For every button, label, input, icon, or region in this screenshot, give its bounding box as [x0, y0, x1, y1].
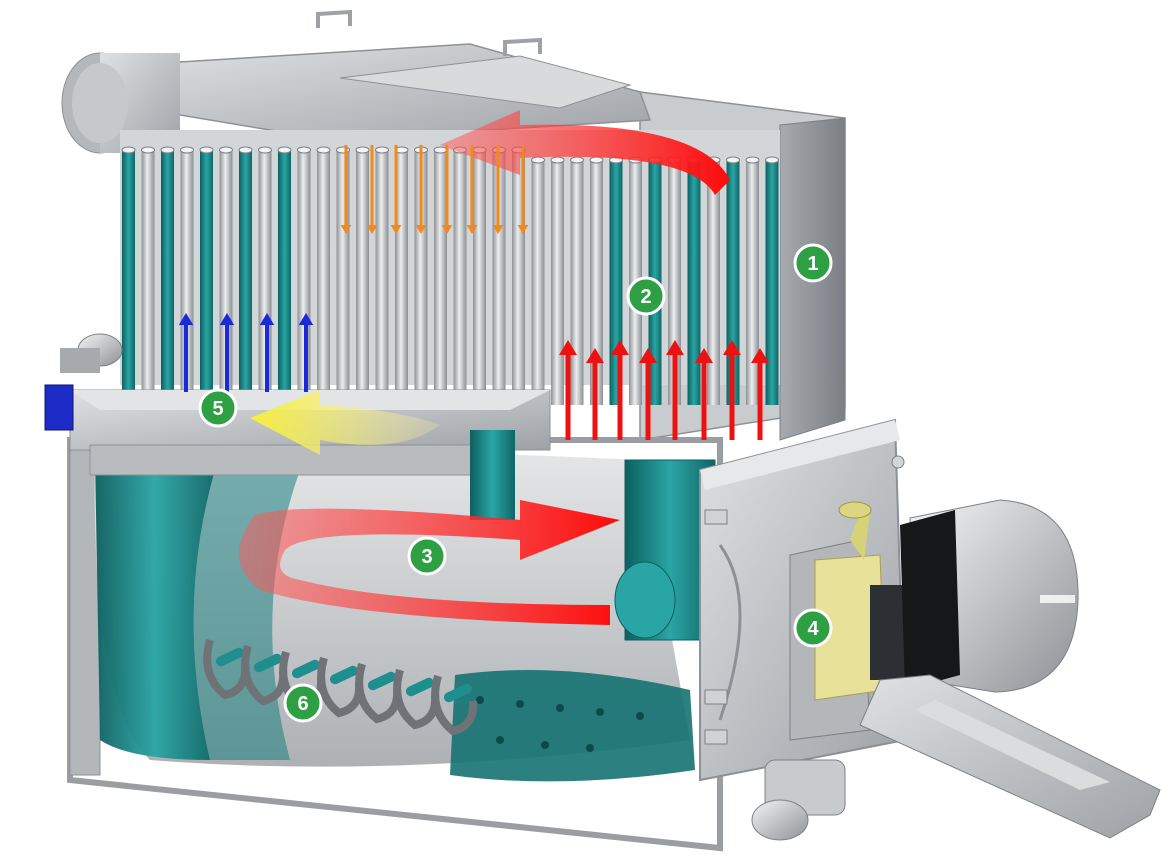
callout-1-label: 1: [807, 253, 818, 275]
hot-gas-flow-arrows: [238, 110, 730, 625]
callout-6-label: 6: [297, 693, 308, 715]
auger-motor: [751, 759, 846, 841]
tube: [687, 160, 701, 405]
tube: [356, 150, 369, 395]
combustion-chamber: [67, 389, 723, 852]
callout-3: 3: [407, 536, 447, 576]
tube: [492, 150, 506, 395]
tube: [336, 150, 350, 395]
pellet-burner: [789, 499, 1161, 839]
tube: [473, 150, 486, 395]
callout-3-label: 3: [421, 546, 432, 568]
callout-5: 5: [198, 388, 238, 428]
callout-6: 6: [283, 683, 323, 723]
callout-4: 4: [793, 608, 833, 648]
callout-1-badge: [793, 243, 833, 283]
flue-gas-descending-arrows: [340, 145, 529, 234]
tube: [453, 150, 467, 395]
tube: [570, 160, 584, 405]
grate-motor: [44, 333, 123, 431]
callout-2: 2: [626, 276, 666, 316]
air-rising-arrows: [178, 313, 314, 392]
callout-6-badge: [283, 683, 323, 723]
tube: [765, 160, 779, 405]
callout-4-label: 4: [807, 618, 819, 640]
tube: [434, 150, 447, 395]
tube: [375, 150, 389, 395]
hot-gas-rising-arrows: [559, 340, 769, 440]
tube: [141, 150, 155, 395]
tube: [180, 150, 194, 395]
tube: [531, 160, 545, 405]
tube: [317, 150, 330, 395]
tube: [590, 160, 603, 405]
callout-4-badge: [793, 608, 833, 648]
tube: [200, 150, 213, 395]
tube: [668, 160, 681, 405]
tube: [219, 150, 233, 395]
tube: [239, 150, 252, 395]
tube: [746, 160, 759, 405]
callout-3-badge: [407, 536, 447, 576]
auger-blade: [431, 674, 478, 736]
tube: [551, 160, 564, 405]
callout-1: 1: [793, 243, 833, 283]
tube: [278, 150, 291, 395]
tube: [161, 150, 174, 395]
tube: [707, 160, 720, 405]
tube: [395, 150, 408, 395]
callout-2-label: 2: [640, 286, 651, 308]
tube: [122, 150, 135, 395]
callout-5-label: 5: [212, 398, 223, 420]
tube: [414, 150, 428, 395]
ash-auger: [203, 638, 478, 736]
callout-2-badge: [626, 276, 666, 316]
fresh-air-arrow: [250, 390, 440, 455]
callout-5-badge: [198, 388, 238, 428]
